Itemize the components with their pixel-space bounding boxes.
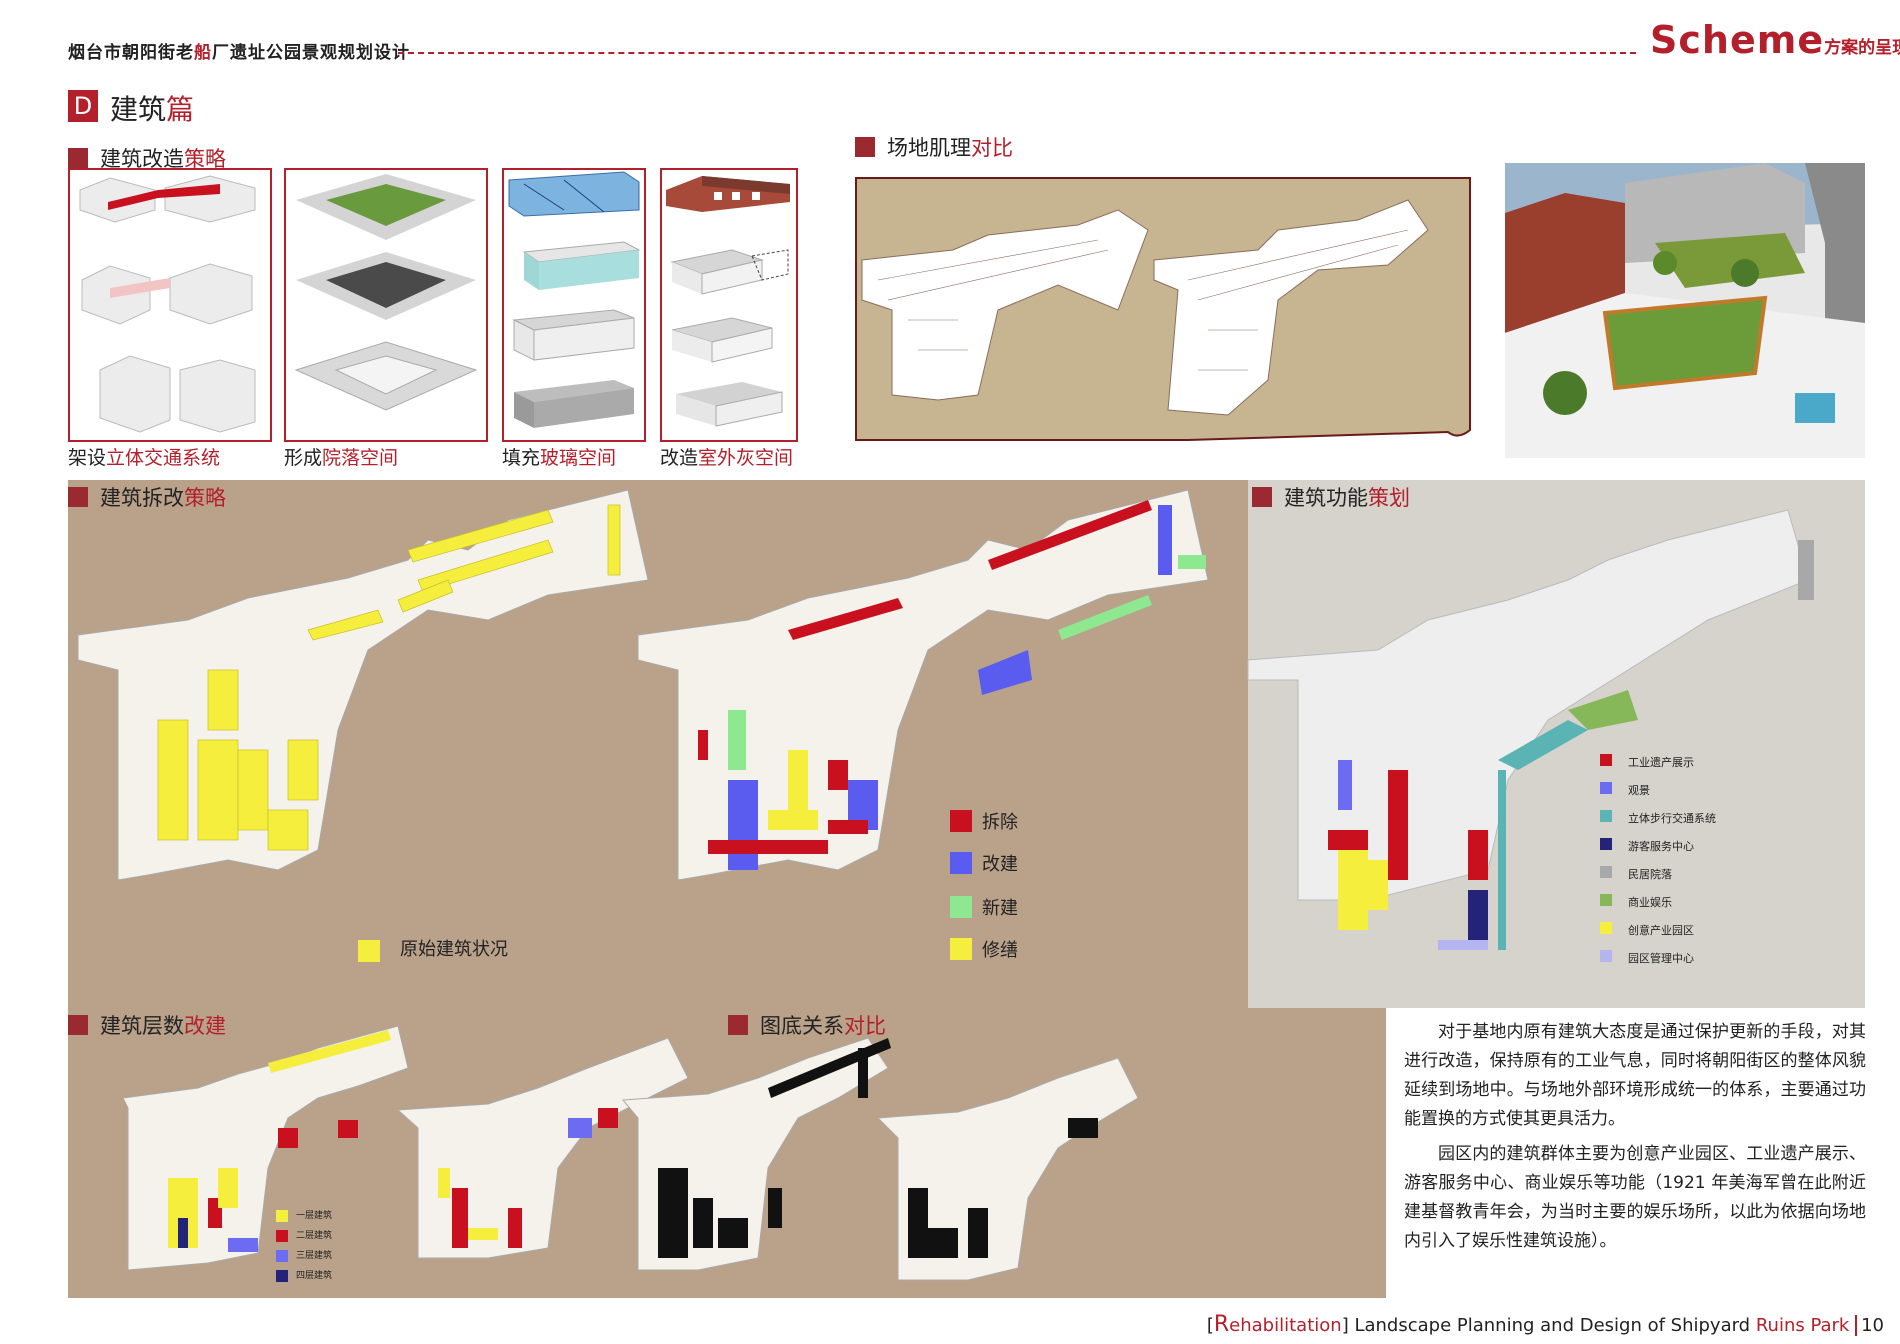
floors-legend-three: 三层建筑 [296,1251,333,1261]
caption-grey-space: 改造室外灰空间 [660,447,794,469]
courtyard-diagram [294,174,478,411]
page-number: 10 [1855,1315,1884,1336]
renovation-box-glass [502,168,646,442]
floors-legend-four: 四层建筑 [296,1271,333,1281]
function-legend-management: 园区管理中心 [1628,952,1694,965]
traffic-diagram [79,175,256,433]
floors-figure-ground-maps [122,1025,1139,1282]
function-legend-viewing: 观景 [1628,784,1650,797]
function-legend-commercial: 商业娱乐 [1628,896,1672,909]
floors-figure-ground-panel [68,1008,1386,1298]
description-paragraph-2: 园区内的建筑群体主要为创意产业园区、工业遗产展示、游客服务中心、商业娱乐等功能（… [1404,1144,1866,1251]
function-legend-industrial: 工业遗产展示 [1628,756,1694,769]
demolition-heading: 建筑拆改策略 [68,482,226,512]
heading-square-icon [728,1015,748,1035]
heading-square-icon [68,487,88,507]
legend-rebuild: 改建 [982,854,1018,875]
floors-legend-two: 二层建筑 [296,1231,333,1241]
caption-glass: 填充玻璃空间 [502,447,617,469]
section-title: 建筑篇 [110,93,195,126]
function-legend-walkway: 立体步行交通系统 [1628,812,1716,825]
grey-space-diagram [666,176,790,427]
texture-panel [848,170,1478,445]
heading-square-icon [855,137,875,157]
function-legend-creative: 创意产业园区 [1628,924,1694,937]
renovation-box-courtyard [284,168,488,442]
demolition-function-maps [77,480,1865,1008]
function-heading: 建筑功能策划 [1252,482,1410,512]
scheme-heading: Scheme方案的呈现 [1650,18,1900,62]
description-text: 对于基地内原有建筑大态度是通过保护更新的手段，对其进行改造，保持原有的工业气息，… [1404,1018,1866,1256]
renovation-box-grey-space [660,168,798,442]
floors-heading: 建筑层数改建 [68,1010,226,1040]
caption-courtyard: 形成院落空间 [284,447,399,469]
glass-diagram [508,171,641,428]
legend-demolish: 拆除 [982,812,1018,833]
project-title: 烟台市朝阳街老船厂遗址公园景观规划设计 [68,43,410,63]
original-building-label: 原始建筑状况 [400,939,508,960]
legend-repair: 修缮 [982,940,1018,961]
floors-legend-one: 一层建筑 [296,1211,333,1221]
demolition-function-panel [68,480,1865,1008]
description-paragraph-1: 对于基地内原有建筑大态度是通过保护更新的手段，对其进行改造，保持原有的工业气息，… [1404,1022,1866,1129]
site-rendering-image [1505,163,1865,458]
heading-square-icon [1252,487,1272,507]
legend-new: 新建 [982,898,1018,919]
section-letter: D [68,90,98,122]
footer-title: [Rehabilitation] Landscape Planning and … [1206,1312,1884,1337]
header-divider [398,52,1636,54]
heading-square-icon [68,1015,88,1035]
heading-square-icon [68,148,88,168]
texture-heading: 场地肌理对比 [855,132,1013,162]
renovation-box-traffic [68,168,272,442]
rendering-illustration [1505,163,1865,458]
function-legend-visitor: 游客服务中心 [1628,840,1694,853]
figure-ground-heading: 图底关系对比 [728,1010,886,1040]
renovation-heading: 建筑改造策略 [68,143,226,173]
caption-traffic: 架设立体交通系统 [68,447,221,469]
texture-map [855,177,1471,441]
function-legend-residence: 民居院落 [1628,868,1672,881]
